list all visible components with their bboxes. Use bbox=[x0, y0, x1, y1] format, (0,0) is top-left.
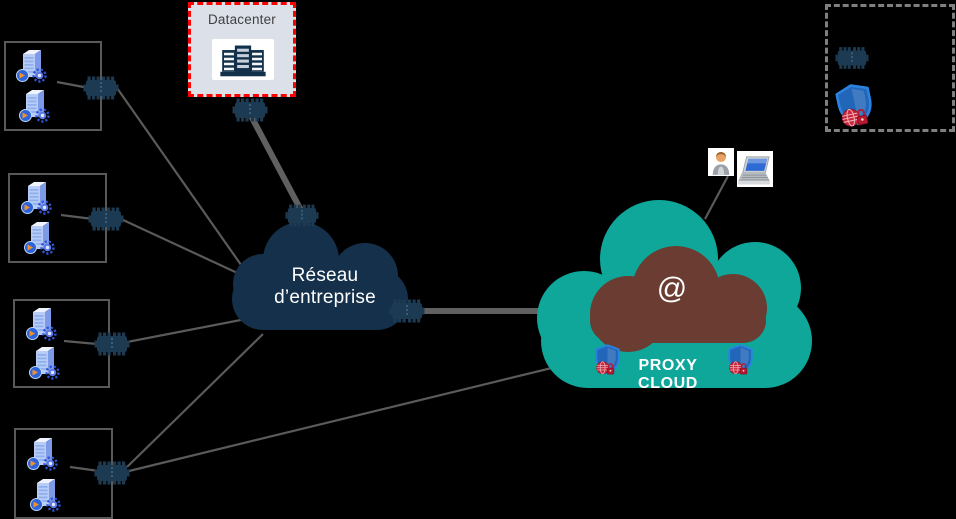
site3-internal-link bbox=[63, 339, 98, 346]
web-security-shield-icon bbox=[832, 80, 878, 131]
application-server-icon bbox=[26, 435, 58, 471]
network-switch-icon bbox=[835, 45, 869, 71]
application-server-icon bbox=[28, 344, 60, 380]
site3-to-enterprise-link bbox=[126, 315, 257, 344]
laptop-icon bbox=[738, 154, 772, 185]
application-server-icon bbox=[20, 179, 52, 215]
site4-to-enterprise-link bbox=[126, 333, 264, 468]
network-switch-icon bbox=[83, 75, 119, 101]
site2-to-enterprise-link bbox=[120, 218, 247, 278]
network-switch-icon bbox=[232, 97, 268, 123]
remote-user-chip bbox=[708, 148, 734, 176]
site1-to-enterprise-link bbox=[116, 87, 247, 273]
datacenter-label: Datacenter bbox=[207, 12, 277, 27]
site4-internal-link bbox=[69, 465, 100, 473]
site2-internal-link bbox=[60, 213, 94, 221]
enterprise-network-label: Réseau d’entreprise bbox=[274, 265, 376, 308]
network-switch-icon bbox=[285, 203, 319, 228]
proxy-cloud-label: PROXY CLOUD bbox=[638, 357, 698, 392]
network-switch-icon bbox=[94, 460, 130, 486]
application-server-icon bbox=[23, 219, 55, 255]
enterprise-network-cloud bbox=[232, 222, 408, 330]
laptop-chip bbox=[737, 151, 773, 187]
site4-to-proxy-link bbox=[128, 364, 561, 473]
legend-box bbox=[825, 4, 955, 132]
datacenter-box: Datacenter bbox=[188, 2, 296, 97]
server-rack-building-icon bbox=[215, 41, 271, 79]
user-icon bbox=[710, 150, 732, 175]
network-switch-icon bbox=[94, 331, 130, 357]
internet-cloud bbox=[590, 246, 767, 352]
user-to-proxy-link bbox=[704, 175, 729, 220]
datacenter-icon-frame bbox=[212, 39, 274, 80]
datacenter-to-enterprise-link bbox=[247, 112, 306, 216]
application-server-icon bbox=[29, 476, 61, 512]
application-server-icon bbox=[18, 87, 50, 123]
internet-at-symbol: @ bbox=[656, 272, 688, 305]
application-server-icon bbox=[15, 47, 47, 83]
application-server-icon bbox=[25, 305, 57, 341]
web-security-shield-icon bbox=[594, 343, 621, 376]
web-security-shield-icon bbox=[727, 343, 754, 376]
network-switch-icon bbox=[88, 206, 124, 232]
